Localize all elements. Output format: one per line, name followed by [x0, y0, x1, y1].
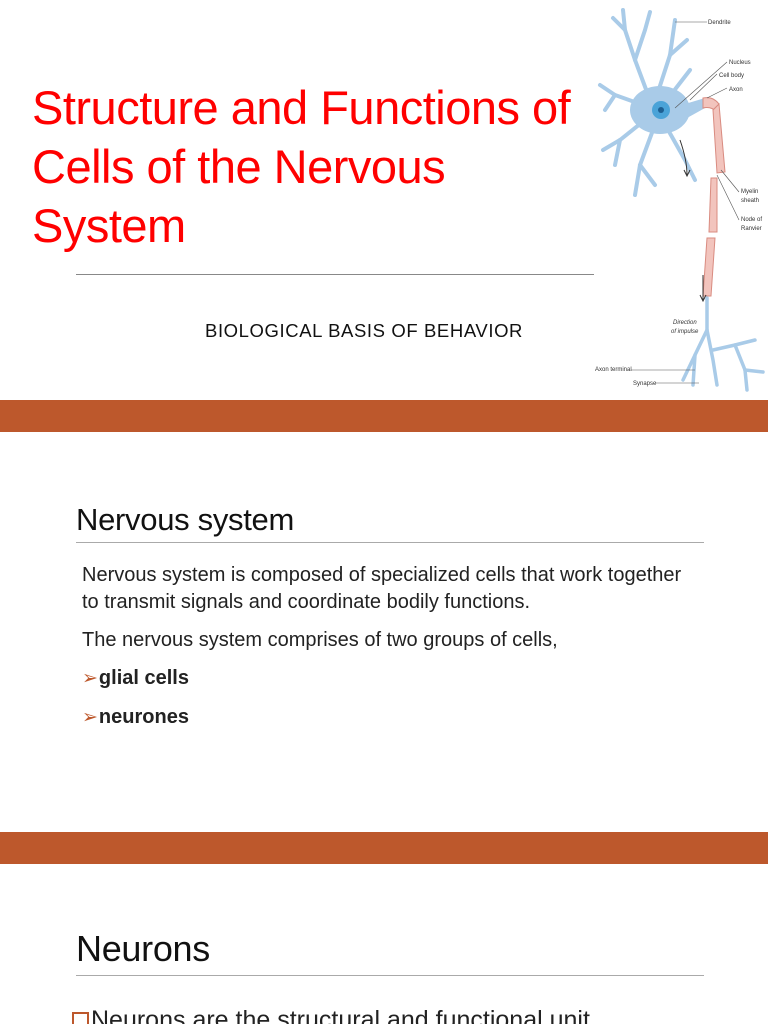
title-slide: Structure and Functions of Cells of the …: [0, 0, 768, 400]
slide-body: Neurons are the structural and functiona…: [72, 1006, 762, 1024]
slide-heading: Nervous system: [76, 502, 295, 537]
label-myelin-1: Myelin: [741, 189, 758, 195]
slide-heading: Neurons: [76, 928, 210, 969]
label-synapse: Synapse: [633, 381, 657, 387]
neuron-diagram: Dendrite Nucleus Cell body Axon Myelin s…: [595, 0, 768, 400]
axon-terminal: [681, 296, 765, 392]
bullet-text: Neurons are the structural and functiona…: [91, 1006, 590, 1024]
neurons-slide: Neurons Neurons are the structural and f…: [0, 864, 768, 1024]
slide-body: Nervous system is composed of specialize…: [82, 562, 702, 743]
slide-separator-bar: [0, 400, 768, 432]
dendrites: [598, 8, 697, 197]
label-axon-terminal: Axon terminal: [595, 367, 632, 373]
label-myelin-2: sheath: [741, 198, 759, 204]
checkbox-bullet-icon: [72, 1012, 89, 1024]
bullet-text: neurones: [98, 706, 189, 728]
slide-title: Structure and Functions of Cells of the …: [32, 81, 571, 252]
label-direction-2: of impulse: [671, 329, 699, 335]
heading-divider: [76, 975, 704, 976]
label-axon: Axon: [729, 87, 743, 93]
label-dendrite: Dendrite: [708, 20, 731, 26]
body-paragraph: The nervous system comprises of two grou…: [82, 629, 558, 651]
list-item: ➢ glial cells: [82, 665, 702, 692]
heading-divider: [76, 542, 704, 543]
bullet-text: glial cells: [98, 667, 189, 689]
label-cell-body: Cell body: [719, 73, 744, 79]
label-direction-1: Direction: [673, 320, 697, 326]
slide-subtitle: BIOLOGICAL BASIS OF BEHAVIOR: [205, 320, 524, 341]
label-node-2: Ranvier: [741, 226, 762, 232]
slide-separator-bar: [0, 832, 768, 864]
label-node-1: Node of: [741, 217, 762, 223]
body-paragraph: Nervous system is composed of specialize…: [82, 564, 682, 613]
arrow-bullet-icon: ➢: [82, 668, 98, 689]
list-item: ➢ neurones: [82, 704, 702, 731]
nervous-system-slide: Nervous system Nervous system is compose…: [0, 432, 768, 832]
label-nucleus: Nucleus: [729, 60, 751, 66]
title-divider: [76, 274, 594, 275]
arrow-bullet-icon: ➢: [82, 707, 98, 728]
